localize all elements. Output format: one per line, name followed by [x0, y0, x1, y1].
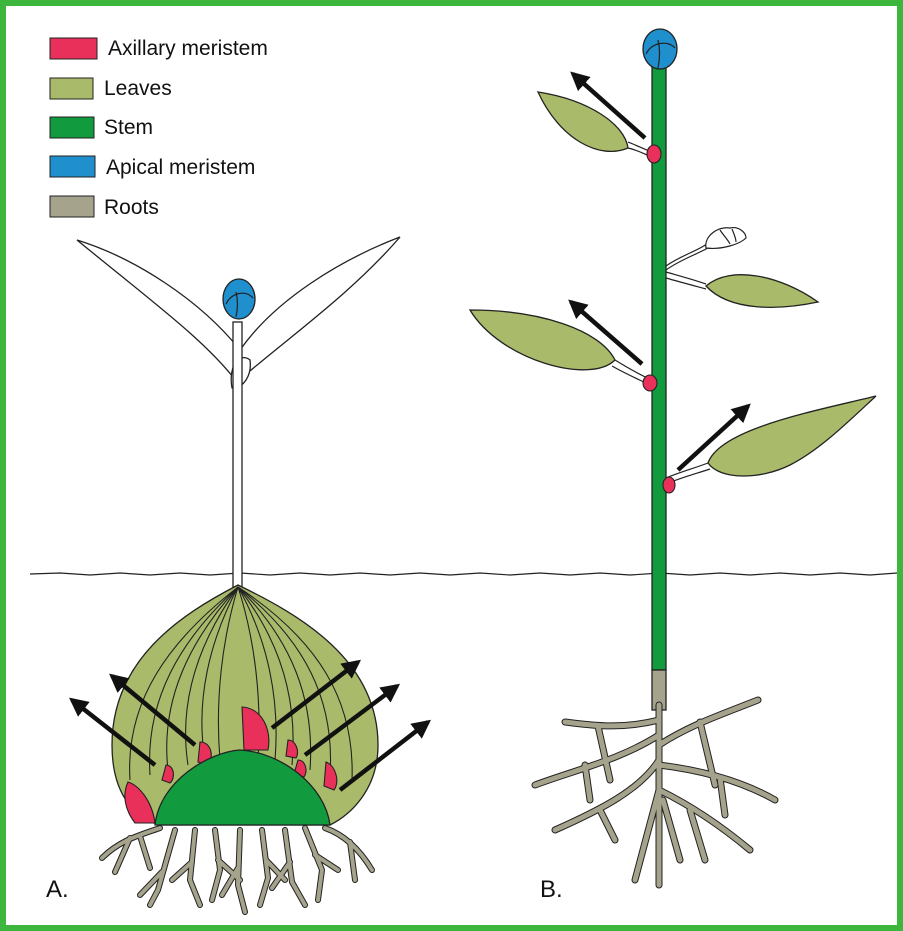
shoot-axillary-1 — [647, 145, 661, 163]
legend-item-roots: Roots — [50, 196, 159, 219]
bulb-right-white-leaf — [237, 237, 400, 382]
bulb-apical-meristem — [223, 279, 255, 319]
plant-meristem-diagram: Axillary meristem Leaves Stem Apical mer… — [6, 6, 897, 925]
legend-swatch-stem — [50, 117, 94, 138]
panel-label-b: B. — [540, 876, 563, 903]
legend-label-leaves: Leaves — [104, 77, 172, 100]
shoot-apical-meristem — [643, 29, 677, 69]
shoot-leaf-mid-right — [706, 275, 818, 308]
legend-label-stem: Stem — [104, 116, 153, 139]
shoot-flower — [666, 228, 746, 270]
legend-label-axillary: Axillary meristem — [108, 37, 268, 60]
panel-b-shoot-plant: B. — [470, 29, 876, 903]
legend-item-axillary: Axillary meristem — [50, 37, 268, 60]
shoot-axillary-2 — [643, 375, 657, 391]
panel-label-a: A. — [46, 876, 69, 903]
legend-label-apical: Apical meristem — [106, 156, 255, 179]
legend-item-apical: Apical meristem — [50, 156, 255, 179]
shoot-roots-outline — [535, 700, 775, 885]
shoot-axillary-3 — [663, 477, 675, 493]
legend-item-leaves: Leaves — [50, 77, 172, 100]
legend-label-roots: Roots — [104, 196, 159, 219]
legend-swatch-leaves — [50, 78, 93, 99]
bulb-white-stalk — [233, 322, 242, 590]
shoot-leaves — [470, 92, 876, 476]
legend-swatch-apical — [50, 156, 95, 177]
legend: Axillary meristem Leaves Stem Apical mer… — [50, 37, 268, 219]
legend-item-stem: Stem — [50, 116, 153, 139]
legend-swatch-roots — [50, 196, 94, 217]
bulb-left-white-leaf — [77, 240, 240, 382]
legend-swatch-axillary — [50, 38, 97, 59]
shoot-leaf-lower-right — [708, 396, 876, 476]
soil-line — [30, 573, 897, 575]
shoot-leaf-upper-left — [538, 92, 628, 151]
